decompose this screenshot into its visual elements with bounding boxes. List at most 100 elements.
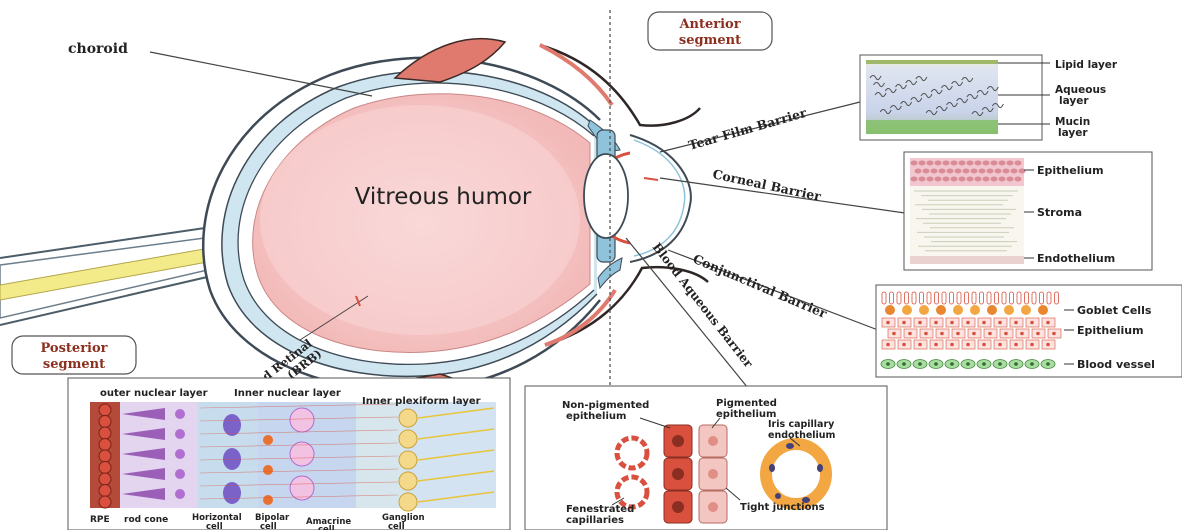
vitreous-humor-label: Vitreous humor <box>355 184 532 210</box>
conjunctival-panel: Goblet Cells Epithelium Blood vessel <box>876 285 1182 377</box>
photoreceptor-nucleus <box>175 469 185 479</box>
cell-nucleus <box>1014 321 1018 325</box>
corneal-barrier-label: Corneal Barrier <box>711 166 822 204</box>
microvillus <box>957 292 961 304</box>
outer-nuclear-layer-label: outer nuclear layer <box>100 388 208 399</box>
posterior-segment-badge: Posterior segment <box>12 336 136 374</box>
corneal-epithelium-label: Epithelium <box>1037 164 1104 177</box>
microvillus <box>1017 292 1021 304</box>
microvillus <box>1002 292 1006 304</box>
epithelial-cell <box>1007 161 1014 166</box>
conj-epithelium-label: Epithelium <box>1077 324 1144 337</box>
ganglion-cell <box>399 430 417 448</box>
cell-nucleus <box>1046 321 1050 325</box>
epithelial-cell <box>967 161 974 166</box>
corneal-endothelium-label: Endothelium <box>1037 252 1115 265</box>
microvillus <box>1010 292 1014 304</box>
cell-nucleus <box>1030 321 1034 325</box>
microvillus <box>950 292 954 304</box>
epithelial-cell <box>987 169 994 174</box>
cell-nucleus <box>918 321 922 325</box>
fenestrated-label-1: Fenestrated <box>566 504 634 515</box>
rpe-label: RPE <box>90 515 110 525</box>
epithelial-cell <box>951 177 958 182</box>
pigmented-label-1: Pigmented <box>716 398 777 409</box>
cell-nucleus <box>1014 343 1018 347</box>
microvillus <box>935 292 939 304</box>
blood-aqueous-panel: Non-pigmented epithelium Pigmented epith… <box>525 386 887 530</box>
amacrine-cell <box>290 476 314 500</box>
horizontal-cell <box>223 414 241 436</box>
cell-nucleus <box>966 343 970 347</box>
cell-nucleus <box>1036 332 1040 336</box>
epithelial-cell <box>963 169 970 174</box>
goblet-cell <box>970 305 980 315</box>
corneal-stroma-label: Stroma <box>1037 206 1082 219</box>
microvillus <box>927 292 931 304</box>
rod-cone-label: rod cone <box>124 515 168 525</box>
anterior-segment-badge: Anterior segment <box>648 12 772 50</box>
ganglion-cell <box>399 493 417 511</box>
mucin-layer-label-2: layer <box>1058 127 1088 139</box>
epithelial-cell <box>927 177 934 182</box>
amacrine-cell <box>290 442 314 466</box>
cell-nucleus <box>934 321 938 325</box>
epithelial-cell <box>935 177 942 182</box>
cell-nucleus <box>918 343 922 347</box>
cell-nucleus <box>934 343 938 347</box>
posterior-label-line1: Posterior <box>41 341 108 356</box>
retina-panel: outer nuclear layer Inner nuclear layer … <box>68 378 510 530</box>
cell-nucleus <box>924 332 928 336</box>
cell-nucleus <box>1004 332 1008 336</box>
microvillus <box>942 292 946 304</box>
goblet-cell <box>987 305 997 315</box>
microvillus <box>890 292 894 304</box>
cell-nucleus <box>886 343 890 347</box>
amacrine-cell <box>290 408 314 432</box>
ganglion-cell-label-2: cell <box>388 522 405 530</box>
cell-nucleus <box>1046 343 1050 347</box>
cell-nucleus <box>950 343 954 347</box>
epithelial-cell <box>991 177 998 182</box>
fenestrated-label-2: capillaries <box>566 515 624 526</box>
epithelial-cell <box>915 169 922 174</box>
epithelial-cell <box>975 161 982 166</box>
epithelial-cell <box>1007 177 1014 182</box>
microvillus <box>972 292 976 304</box>
epithelial-cell <box>971 169 978 174</box>
cell-nucleus <box>966 321 970 325</box>
photoreceptor-nucleus <box>175 449 185 459</box>
goblet-cell <box>902 305 912 315</box>
eye-globe <box>203 58 600 391</box>
goblet-cell <box>1021 305 1031 315</box>
rpe-cell <box>99 427 111 439</box>
goblet-cell <box>936 305 946 315</box>
aqueous-layer-label-2: layer <box>1059 95 1089 107</box>
epithelial-cell <box>1003 169 1010 174</box>
cell-nucleus <box>1020 332 1024 336</box>
bipolar-cell <box>263 435 273 445</box>
microvillus <box>920 292 924 304</box>
lipid-layer-label: Lipid layer <box>1055 59 1118 71</box>
amacrine-cell-label-2: cell <box>318 525 335 530</box>
cell-nucleus <box>908 332 912 336</box>
goblet-cell <box>953 305 963 315</box>
ganglion-cell <box>399 409 417 427</box>
epithelial-cell <box>983 161 990 166</box>
epithelial-cell <box>919 161 926 166</box>
goblet-cells-label: Goblet Cells <box>1077 304 1152 317</box>
epithelial-cell <box>935 161 942 166</box>
bipolar-cell <box>263 495 273 505</box>
iris-capillary-label-2: endothelium <box>768 430 836 441</box>
anterior-label-line1: Anterior <box>678 17 740 32</box>
inner-plexiform-layer-label: Inner plexiform layer <box>362 396 481 407</box>
rpe-cell <box>99 416 111 428</box>
epithelial-cell <box>959 177 966 182</box>
cell-nucleus <box>886 321 890 325</box>
epithelial-cell <box>995 169 1002 174</box>
ganglion-cell <box>399 451 417 469</box>
photoreceptor-nucleus <box>175 409 185 419</box>
microvillus <box>980 292 984 304</box>
tear-film-barrier-label: Tear Film Barrier <box>687 105 809 153</box>
